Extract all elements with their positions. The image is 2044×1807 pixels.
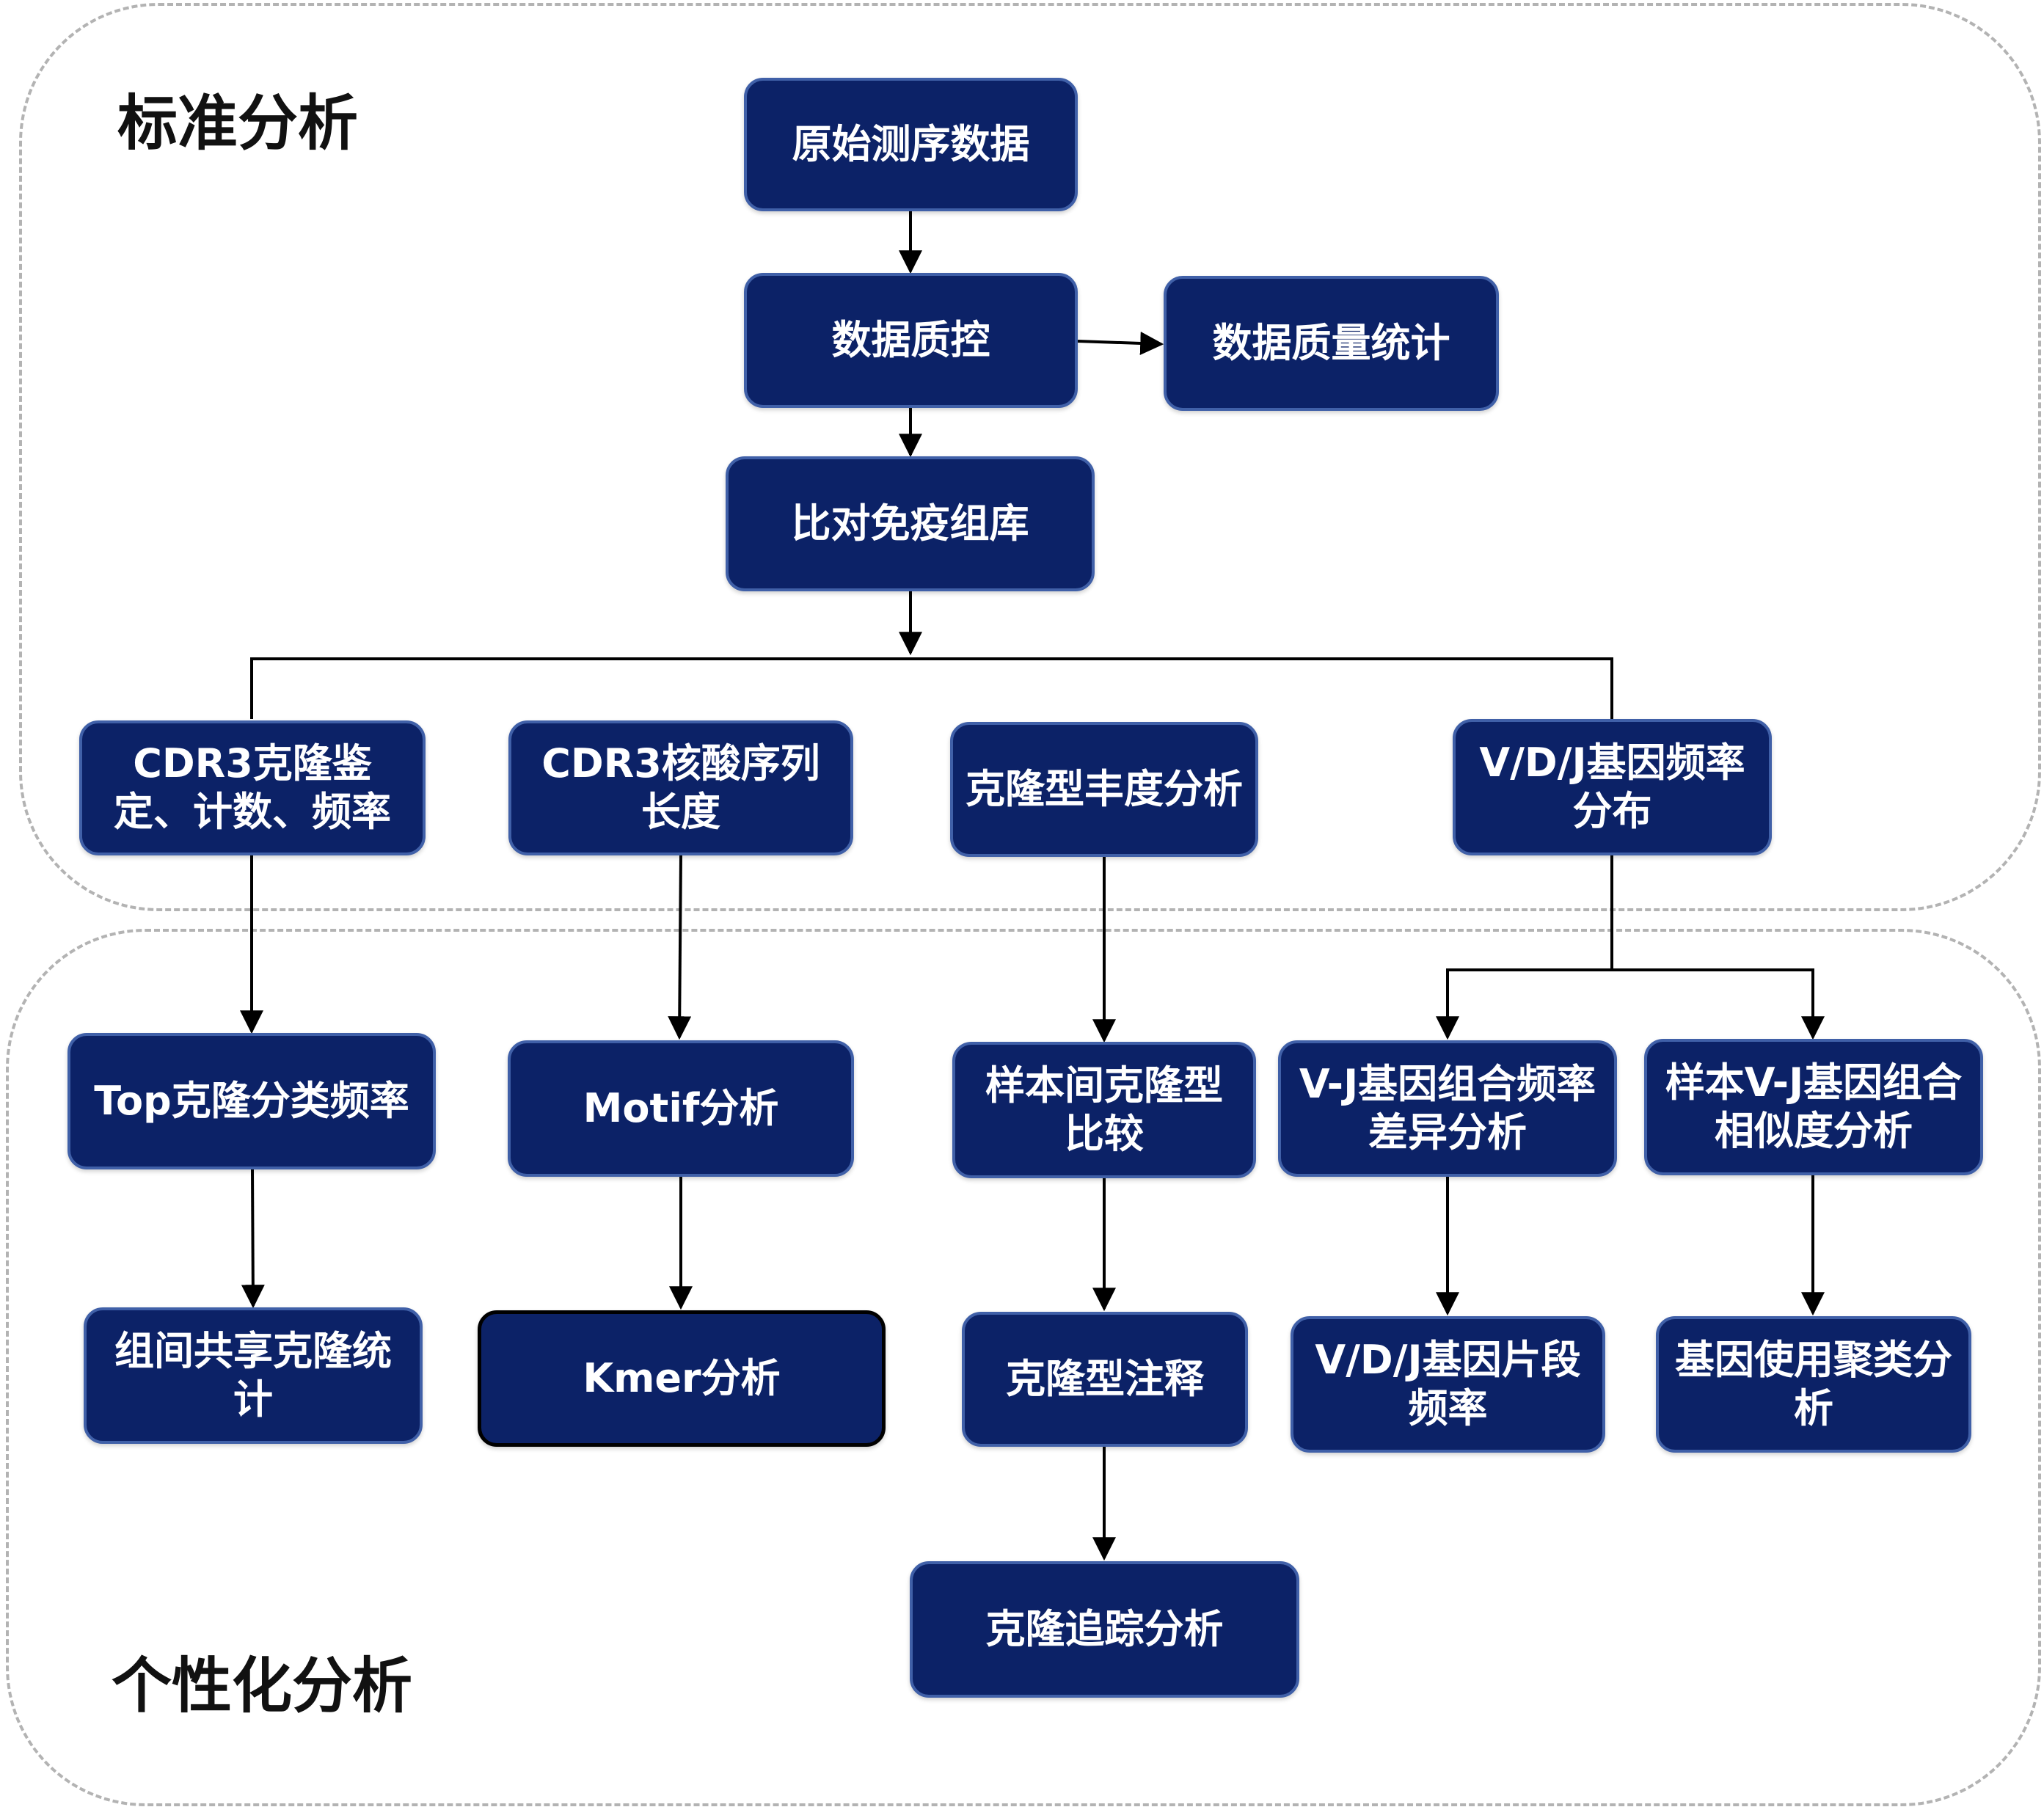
arrow-qc-to-qc-stats	[1077, 331, 1164, 355]
branch-bar	[250, 657, 1613, 719]
arrow-cdr3-len-to-motif	[668, 855, 692, 1040]
branch-bar-vdj	[1436, 855, 1613, 1040]
cdr3-length-node: CDR3核酸序列长度	[508, 720, 853, 855]
data-qc-node: 数据质控	[744, 273, 1078, 408]
personalized-analysis-region	[6, 929, 2041, 1806]
vdj-segment-frequency-node: V/D/J基因片段频率	[1291, 1316, 1605, 1453]
raw-sequencing-data-node: 原始测序数据	[744, 78, 1078, 211]
shared-clone-stats-node: 组间共享克隆统计	[84, 1307, 423, 1444]
clonotype-annotation-node: 克隆型注释	[962, 1312, 1248, 1447]
vj-combination-frequency-node: V-J基因组合频率差异分析	[1278, 1040, 1617, 1177]
vdj-frequency-node: V/D/J基因频率分布	[1453, 719, 1772, 855]
align-immune-repertoire-node: 比对免疫组库	[726, 456, 1095, 591]
standard-analysis-region	[19, 3, 2041, 911]
top-clone-frequency-node: Top克隆分类频率	[67, 1033, 436, 1169]
clone-tracking-node: 克隆追踪分析	[910, 1561, 1299, 1698]
personalized-analysis-title: 个性化分析	[112, 1651, 413, 1721]
motif-analysis-node: Motif分析	[508, 1040, 854, 1177]
clonotype-abundance-node: 克隆型丰度分析	[950, 722, 1258, 857]
sample-clonotype-compare-node: 样本间克隆型比较	[952, 1042, 1256, 1178]
vj-combination-similarity-node: 样本V-J基因组合相似度分析	[1644, 1039, 1983, 1175]
branch-bar-vdj-right	[1612, 968, 1825, 1040]
data-quality-stats-node: 数据质量统计	[1164, 276, 1499, 411]
standard-analysis-title: 标准分析	[117, 89, 359, 158]
arrow-top-clone-to-shared	[241, 1169, 265, 1309]
gene-usage-clustering-node: 基因使用聚类分析	[1656, 1316, 1971, 1453]
kmer-analysis-node: Kmer分析	[478, 1310, 886, 1447]
cdr3-clone-identification-node: CDR3克隆鉴定、计数、频率	[79, 720, 426, 855]
